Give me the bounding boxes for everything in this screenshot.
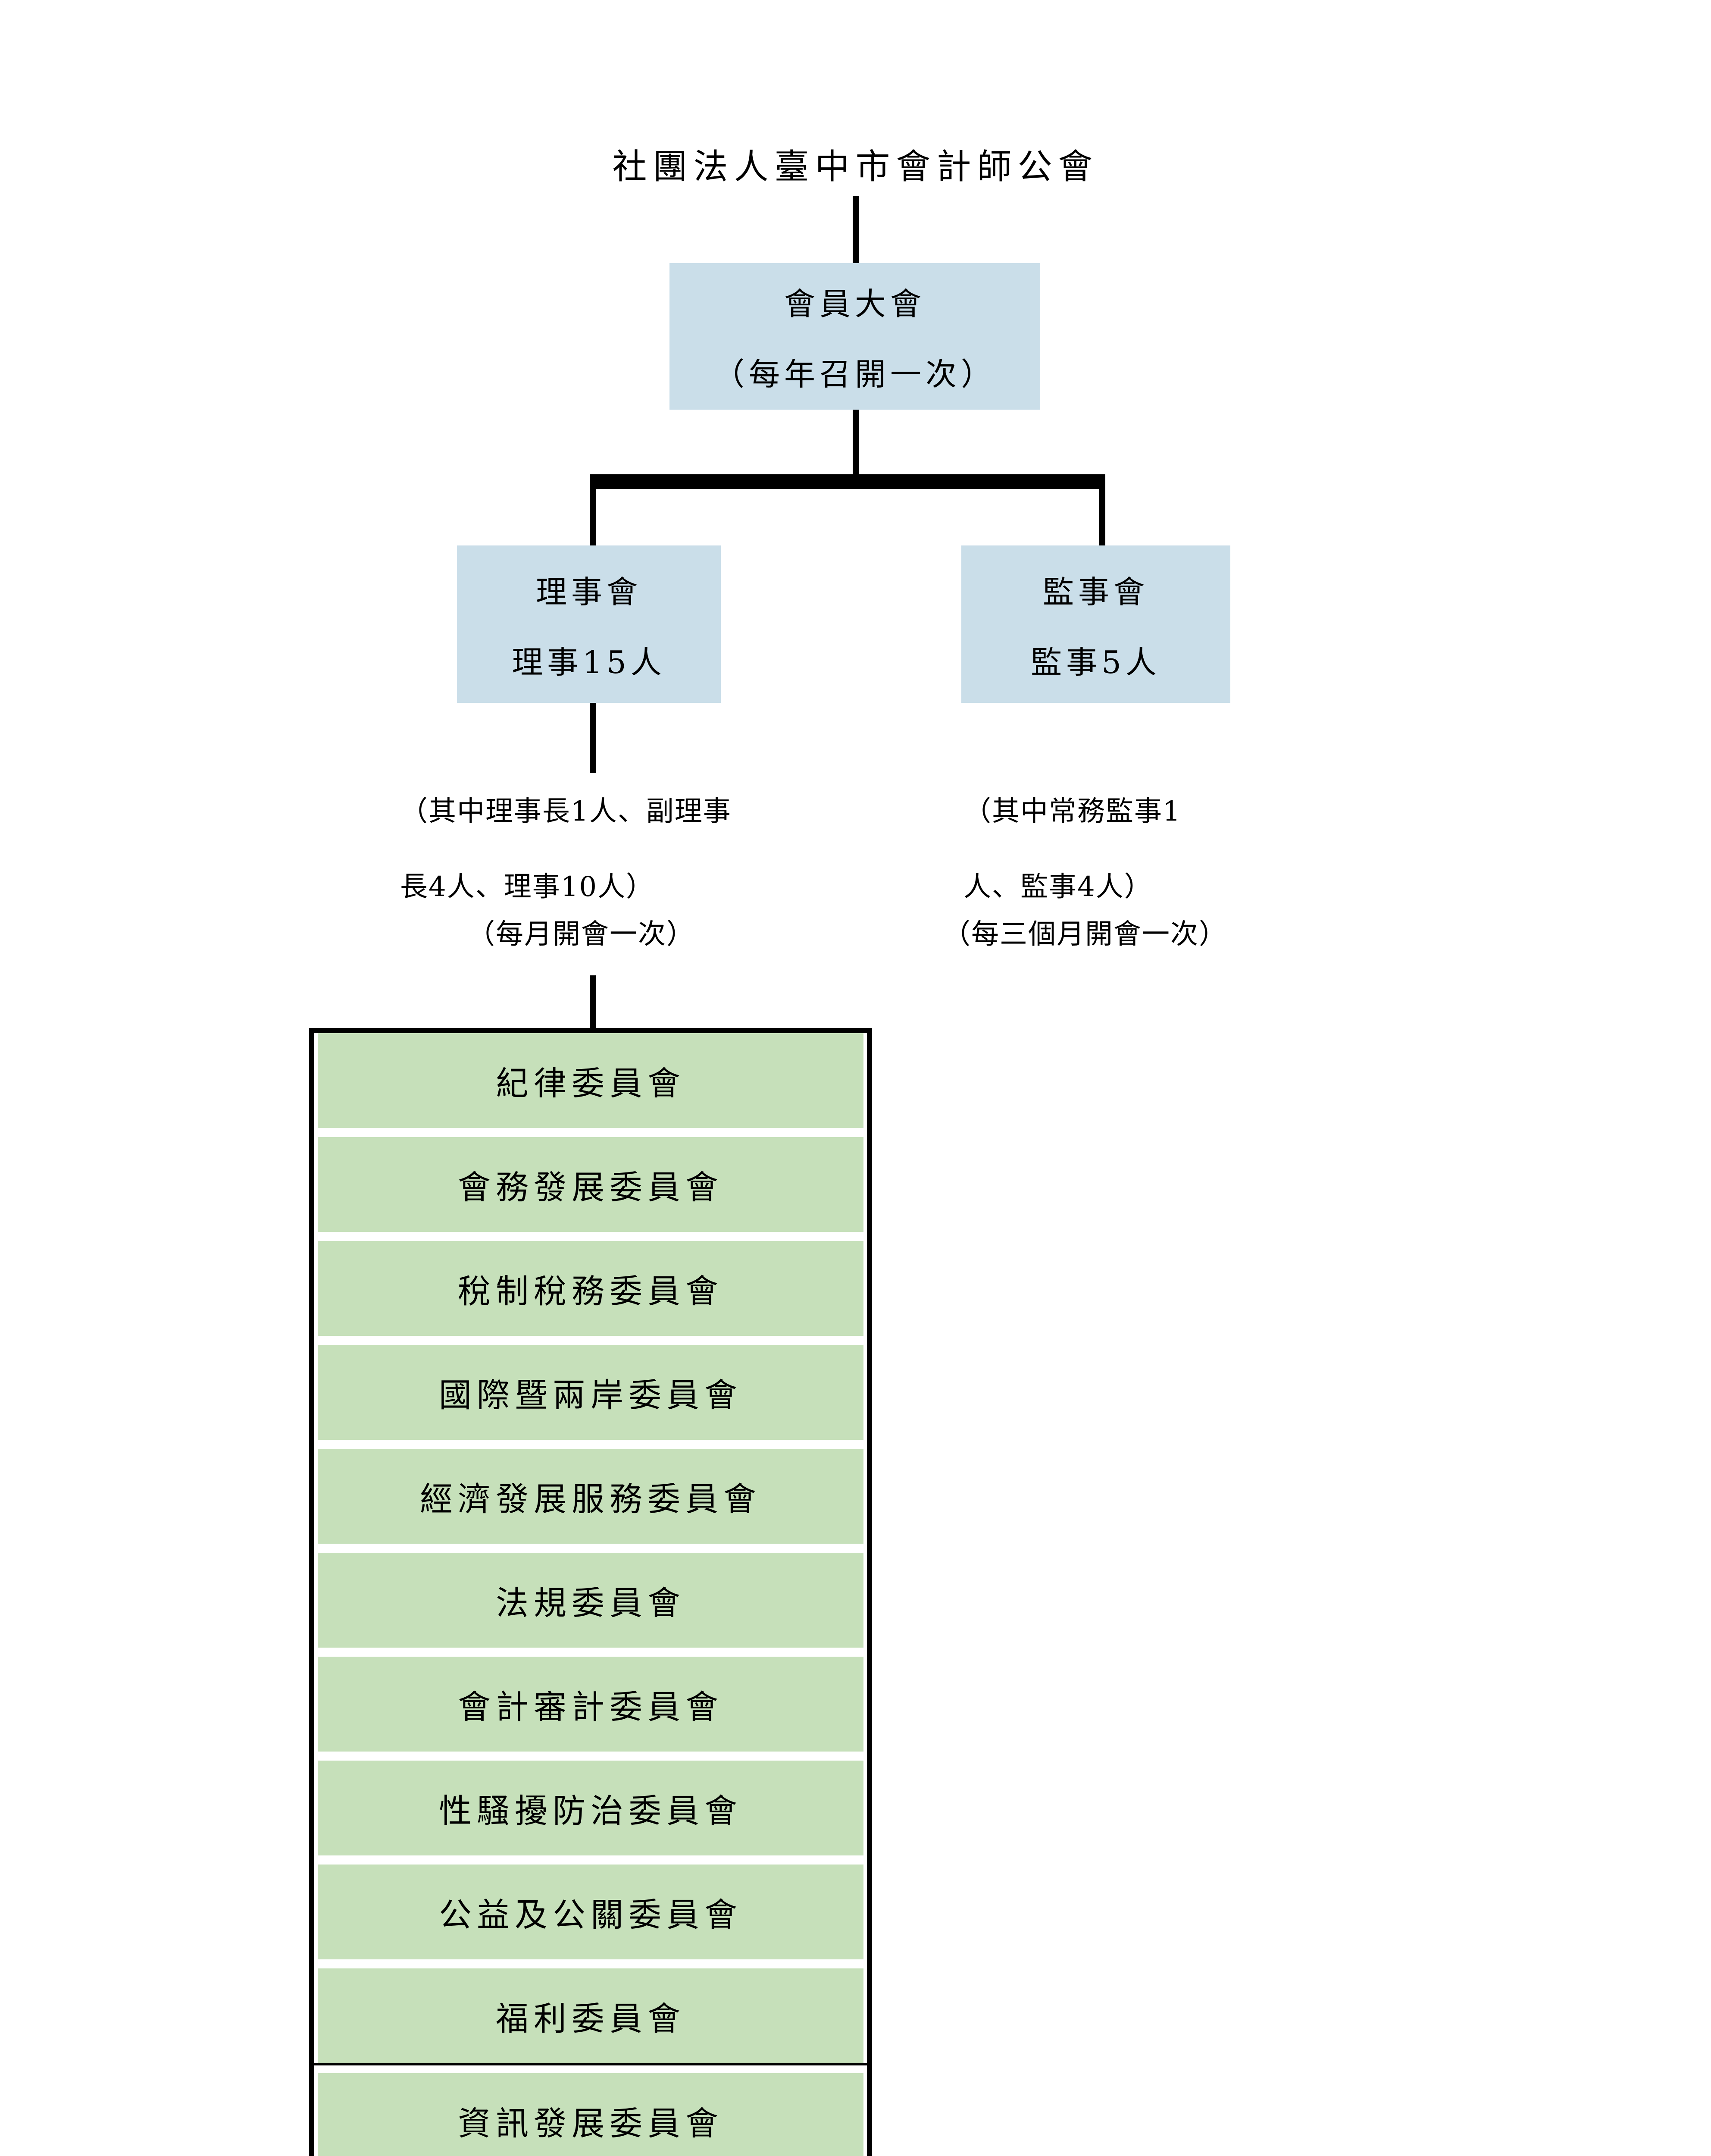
connector-horizontal-bar [590, 474, 1105, 489]
assembly-frequency: （每年召開一次） [713, 356, 996, 392]
supervisors-box: 監事會 監事5人 [961, 545, 1230, 703]
committee-row: 資訊發展委員會 [318, 2073, 863, 2156]
committee-row: 會務發展委員會 [318, 1137, 863, 1232]
directors-name: 理事會 [535, 573, 642, 610]
committees-panel: 紀律委員會 會務發展委員會 稅制稅務委員會 國際暨兩岸委員會 經濟發展服務委員會… [309, 1028, 872, 2156]
connector-directors-to-note [590, 703, 596, 773]
committees-group-divider [314, 2063, 867, 2065]
supervisors-frequency-note: （每三個月開會一次） [943, 918, 1227, 950]
directors-composition-line2: 長4人、理事10人） [400, 871, 655, 903]
committee-row: 公益及公關委員會 [318, 1865, 863, 1959]
connector-assembly-drop [853, 410, 859, 475]
connector-directors-drop [590, 489, 596, 545]
committee-row: 稅制稅務委員會 [318, 1241, 863, 1336]
directors-count: 理事15人 [512, 644, 666, 680]
directors-composition-line1: （其中理事長1人、副理事 [400, 796, 732, 827]
committee-row: 國際暨兩岸委員會 [318, 1345, 863, 1440]
directors-composition-note: （其中理事長1人、副理事 長4人、理事10人） [400, 774, 732, 925]
committee-row: 會計審計委員會 [318, 1657, 863, 1752]
supervisors-composition-line1: （其中常務監事1 [963, 796, 1181, 827]
supervisors-composition-line2: 人、監事4人） [963, 871, 1153, 903]
committee-row: 紀律委員會 [318, 1033, 863, 1128]
committee-row: 福利委員會 [318, 1968, 863, 2063]
committee-row: 經濟發展服務委員會 [318, 1449, 863, 1544]
assembly-box: 會員大會 （每年召開一次） [669, 263, 1040, 410]
page-title: 社團法人臺中市會計師公會 [612, 147, 1099, 187]
directors-box: 理事會 理事15人 [457, 545, 721, 703]
connector-title-to-assembly [853, 196, 859, 263]
assembly-name: 會員大會 [784, 286, 926, 322]
directors-frequency-note: （每月開會一次） [467, 918, 695, 950]
connector-note-to-committees [590, 975, 596, 1029]
committee-row: 性騷擾防治委員會 [318, 1761, 863, 1855]
supervisors-name: 監事會 [1042, 573, 1149, 610]
supervisors-count: 監事5人 [1031, 644, 1161, 680]
supervisors-composition-note: （其中常務監事1 人、監事4人） [963, 774, 1181, 925]
committee-row: 法規委員會 [318, 1553, 863, 1648]
connector-supervisors-drop [1099, 489, 1105, 545]
